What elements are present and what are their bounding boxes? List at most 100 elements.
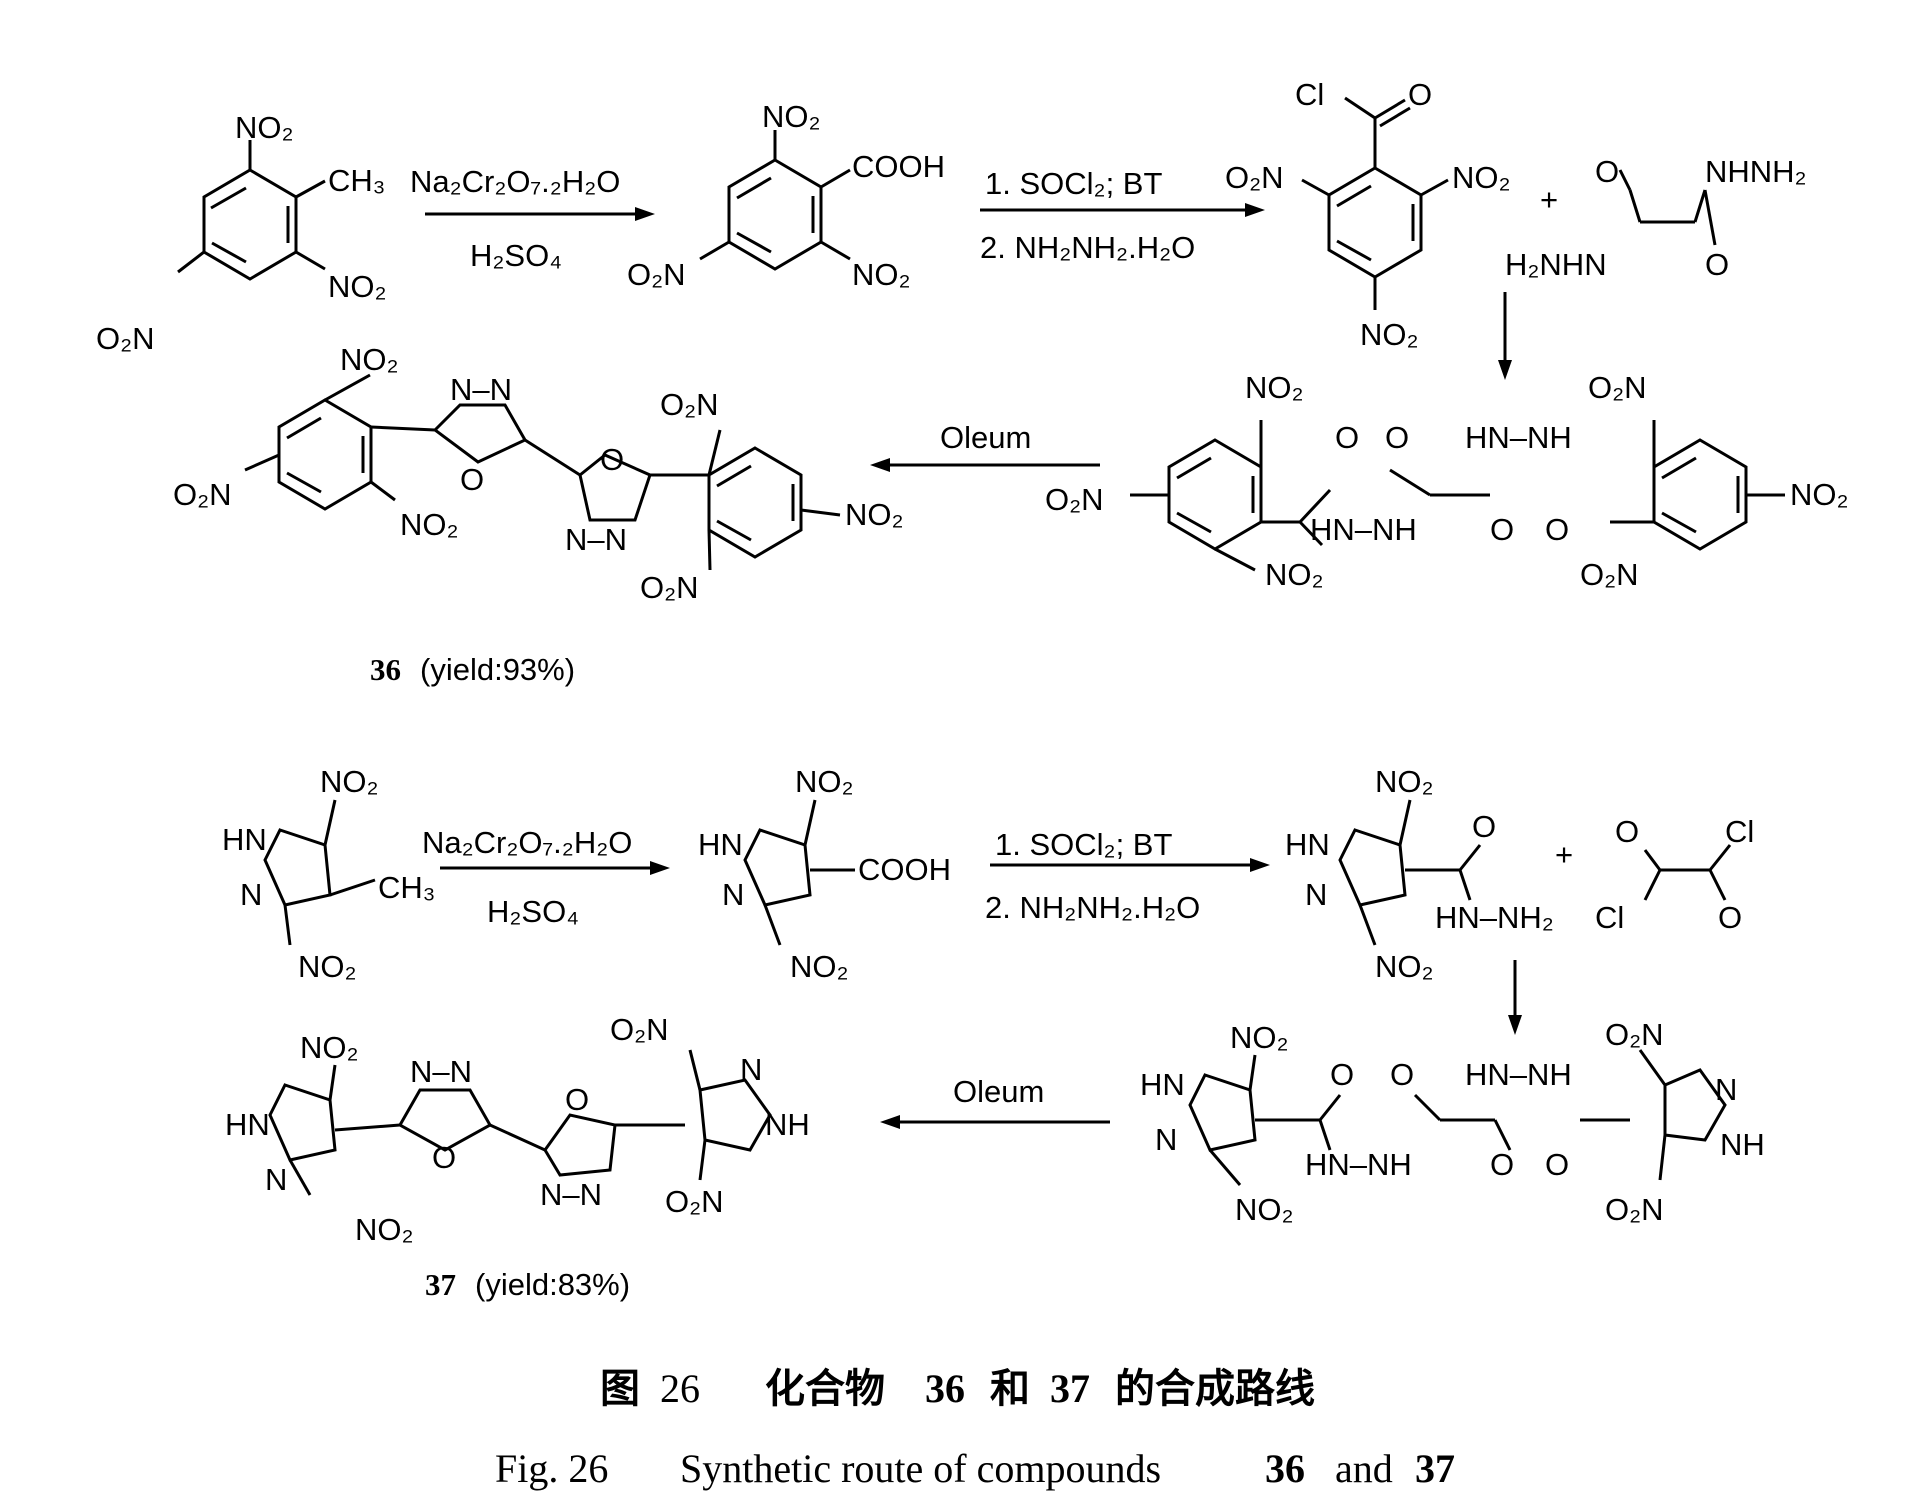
hn-label: HN [1140, 1067, 1185, 1102]
o-label: O [1330, 1057, 1354, 1092]
pyrazole-ring [1663, 1068, 1727, 1142]
no2-label: NO₂ [1360, 317, 1419, 352]
pyrazole-ring [268, 1083, 337, 1162]
benzene-ring [1652, 438, 1748, 551]
o-label: O [1335, 420, 1359, 455]
o2n-label: O₂N [627, 257, 686, 292]
o-label: O [1472, 809, 1496, 844]
no2-label: NO₂ [400, 507, 459, 542]
figure-caption: 图 26 化合物 36 和 37 的合成路线 Fig. 26 Synthetic… [495, 1366, 1455, 1491]
reaction-arrow [1508, 960, 1522, 1035]
h2nhn-label: H₂NHN [1505, 247, 1607, 282]
yield-label: (yield:93%) [420, 652, 575, 687]
o2n-label: O₂N [640, 570, 699, 605]
o2n-label: O₂N [1605, 1017, 1664, 1052]
bis-hydrazide-intermediate: NO₂ O₂N NO₂ O HN–NH O O HN–NH O O₂N NO₂ … [1045, 370, 1849, 592]
oxadiazole-ring [578, 453, 652, 522]
o2n-label: O₂N [660, 387, 719, 422]
benzene-ring [277, 398, 373, 511]
no2-label: NO₂ [1375, 764, 1434, 799]
n-n-label: N–N [540, 1177, 602, 1212]
ch3-label: CH₃ [328, 163, 385, 198]
o2n-label: O₂N [665, 1184, 724, 1219]
no2-label: NO₂ [235, 110, 294, 145]
no2-label: NO₂ [298, 949, 357, 984]
o-label: O [1705, 247, 1729, 282]
reagent-label: H₂SO₄ [487, 894, 579, 929]
o2n-label: O₂N [96, 321, 155, 356]
pyrazole-acid: NO₂ HN N COOH NO₂ [698, 764, 951, 984]
n-n-label: N–N [565, 522, 627, 557]
pyrazole-ring [263, 828, 332, 907]
o-label: O [1408, 77, 1432, 112]
o2n-label: O₂N [1225, 160, 1284, 195]
scheme-36: NO₂ CH₃ NO₂ O₂N Na₂Cr₂O₇.₂H₂O H₂SO₄ NO₂ … [96, 77, 1849, 687]
reaction-arrow: 1. SOCl₂; BT 2. NH₂NH₂.H₂O [985, 827, 1270, 925]
yield-label: (yield:83%) [475, 1267, 630, 1302]
o-label: O [1615, 814, 1639, 849]
n-label: N [722, 877, 744, 912]
o-label: O [1490, 512, 1514, 547]
pyrazole-ring [1188, 1073, 1257, 1152]
n-label: N [1155, 1122, 1177, 1157]
oxadiazole-ring [397, 1088, 493, 1152]
o2n-label: O₂N [1045, 482, 1104, 517]
no2-label: NO₂ [355, 1212, 414, 1247]
o-label: O [1718, 900, 1742, 935]
product-36: NO₂ N–N O O₂N NO₂ O₂N O N–N NO₂ O₂N [173, 342, 904, 605]
reaction-arrow: Oleum [880, 1074, 1110, 1129]
nh-label: NH [765, 1107, 810, 1142]
ch3-label: CH₃ [378, 870, 435, 905]
reaction-arrow [1498, 292, 1512, 380]
reaction-arrow: Oleum [870, 420, 1100, 472]
compound-number: 36 [370, 652, 401, 687]
o-label: O [460, 462, 484, 497]
cl-label: Cl [1595, 900, 1624, 935]
nh-label: NH [1720, 1127, 1765, 1162]
oxadiazole-ring [543, 1113, 617, 1177]
caption-en-prefix: Fig. 26 [495, 1446, 608, 1491]
no2-label: NO₂ [795, 764, 854, 799]
cl-label: Cl [1725, 814, 1754, 849]
reagent-label: Oleum [940, 420, 1031, 455]
reagent-label: H₂SO₄ [470, 238, 562, 273]
o2n-label: O₂N [1605, 1192, 1664, 1227]
acid-intermediate: NO₂ COOH O₂N NO₂ [627, 99, 945, 292]
caption-zh-number: 26 [660, 1366, 700, 1411]
no2-label: NO₂ [300, 1030, 359, 1065]
caption-en-compound: 37 [1415, 1446, 1455, 1491]
reaction-arrow: Na₂Cr₂O₇.₂H₂O H₂SO₄ [422, 825, 670, 929]
o2n-label: O₂N [1580, 557, 1639, 592]
reagent-label: Na₂Cr₂O₇.₂H₂O [410, 164, 620, 199]
reaction-arrow: Na₂Cr₂O₇.₂H₂O H₂SO₄ [410, 164, 655, 273]
no2-label: NO₂ [1230, 1020, 1289, 1055]
benzene-ring [202, 168, 298, 281]
o-label: O [1490, 1147, 1514, 1182]
cooh-label: COOH [858, 852, 951, 887]
n-n-label: N–N [410, 1054, 472, 1089]
o-label: O [1385, 420, 1409, 455]
caption-zh-text: 化合物 [765, 1366, 885, 1412]
caption-zh-compound: 37 [1050, 1366, 1090, 1411]
no2-label: NO₂ [762, 99, 821, 134]
pyrazole-ring [743, 828, 812, 907]
hn-nh-label: HN–NH [1310, 512, 1417, 547]
no2-label: NO₂ [320, 764, 379, 799]
pyrazole-ring [698, 1078, 772, 1152]
caption-en-compound: 36 [1265, 1446, 1305, 1491]
o2n-label: O₂N [173, 477, 232, 512]
no2-label: NO₂ [340, 342, 399, 377]
o-label: O [600, 442, 624, 477]
scheme-37: NO₂ HN N CH₃ NO₂ Na₂Cr₂O₇.₂H₂O H₂SO₄ NO₂… [222, 764, 1765, 1302]
hn-label: HN [222, 822, 267, 857]
cl-label: Cl [1295, 77, 1324, 112]
benzene-ring [707, 446, 803, 559]
caption-en-text: and [1335, 1446, 1393, 1491]
no2-label: NO₂ [845, 497, 904, 532]
hn-label: HN [1285, 827, 1330, 862]
reagent-label: 2. NH₂NH₂.H₂O [980, 230, 1195, 265]
acyl-chloride: Cl O O₂N NO₂ NO₂ [1225, 77, 1511, 352]
plus-sign: + [1540, 182, 1558, 217]
caption-zh-prefix: 图 [600, 1366, 640, 1412]
